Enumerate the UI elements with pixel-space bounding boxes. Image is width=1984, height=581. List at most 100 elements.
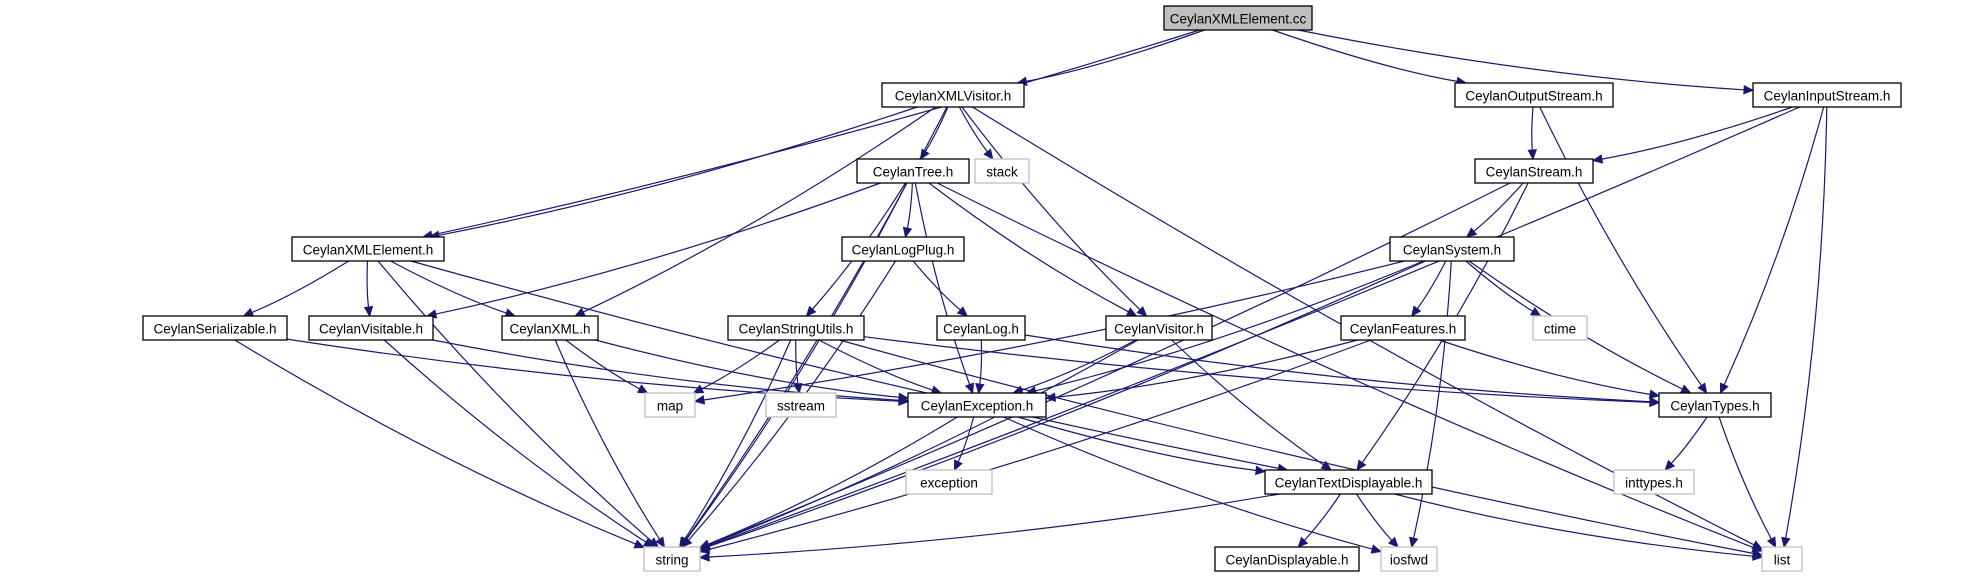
node-box	[1613, 469, 1695, 495]
node-features-h[interactable]: CeylanFeatures.h	[1340, 315, 1466, 341]
node-box	[1214, 546, 1360, 572]
node-label: ctime	[1544, 322, 1576, 337]
node-label: map	[657, 399, 683, 414]
edge-tree_h-to-string	[685, 182, 908, 541]
node-sstream: sstream	[765, 392, 837, 418]
node-tree-h[interactable]: CeylanTree.h	[856, 158, 970, 184]
node-box	[308, 315, 434, 341]
arrowhead-xmlvisitor_h-to-tree_h	[919, 148, 930, 161]
arrowhead-tree_h-to-exception_h	[964, 382, 974, 395]
edge-tree_h-to-exception_h	[914, 182, 971, 385]
edge-system_h-to-features_h	[1416, 260, 1447, 310]
node-label: CeylanXML.h	[509, 322, 590, 337]
node-system-h[interactable]: CeylanSystem.h	[1389, 236, 1515, 262]
edge-xml_h-to-map	[565, 339, 640, 390]
node-stringutils-h[interactable]: CeylanStringUtils.h	[727, 315, 865, 341]
edge-serializable_h-to-string	[234, 339, 636, 545]
arrowhead-visitor_h-to-textdisplayable_h	[1320, 460, 1333, 471]
node-label: CeylanStringUtils.h	[739, 322, 854, 337]
node-label: CeylanTree.h	[873, 165, 954, 180]
node-label: CeylanDisplayable.h	[1225, 553, 1348, 568]
edge-types_h-to-inttypes_h	[1670, 416, 1708, 464]
edge-stringutils_h-to-sstream	[795, 339, 799, 385]
edge-xmlelement_h-to-xml_h	[390, 260, 507, 314]
arrowhead-log_h-to-types_h	[1649, 396, 1661, 407]
arrowhead-features_h-to-exception_h	[1044, 392, 1056, 402]
node-box	[1163, 5, 1313, 31]
edge-tree_h-to-list	[936, 182, 1754, 549]
node-textdisplayable-h[interactable]: CeylanTextDisplayable.h	[1264, 469, 1433, 495]
node-box	[727, 315, 865, 341]
node-logplug-h[interactable]: CeylanLogPlug.h	[841, 236, 965, 262]
edge-exception_h-to-iosfwd	[1003, 416, 1373, 550]
node-log-h[interactable]: CeylanLog.h	[936, 315, 1026, 341]
node-string: string	[643, 546, 701, 572]
edge-xmlvisitor_h-to-xmlelement_h	[438, 106, 918, 236]
node-xmlvisitor-h[interactable]: CeylanXMLVisitor.h	[881, 82, 1025, 108]
node-box	[644, 392, 696, 418]
edge-logplug_h-to-log_h	[912, 260, 961, 311]
arrowhead-textdisplayable_h-to-displayable_h	[1297, 536, 1309, 548]
node-exception-h[interactable]: CeylanException.h	[907, 392, 1047, 418]
arrowhead-stream_h-to-textdisplayable_h	[1356, 459, 1367, 472]
arrowhead-system_h-to-types_h	[1679, 384, 1692, 394]
edge-stringutils_h-to-map	[701, 339, 780, 390]
edge-xmlelement_h-to-string	[377, 260, 652, 542]
node-label: CeylanXMLElement.cc	[1170, 12, 1307, 27]
node-xml-h[interactable]: CeylanXML.h	[501, 315, 599, 341]
node-label: iosfwd	[1390, 553, 1428, 568]
node-outputstream-h[interactable]: CeylanOutputStream.h	[1454, 82, 1614, 108]
node-label: sstream	[777, 399, 825, 414]
node-box	[1752, 82, 1902, 108]
node-label: CeylanTypes.h	[1670, 399, 1759, 414]
arrowhead-tree_h-to-logplug_h	[902, 226, 913, 239]
edge-xmlelement_h-to-serializable_h	[251, 260, 350, 314]
node-serializable-h[interactable]: CeylanSerializable.h	[142, 315, 288, 341]
node-label: stack	[986, 165, 1018, 180]
edge-stringutils_h-to-exception_h	[818, 339, 933, 391]
node-visitor-h[interactable]: CeylanVisitor.h	[1105, 315, 1213, 341]
arrowhead-textdisplayable_h-to-iosfwd	[1387, 536, 1399, 548]
node-label: CeylanSystem.h	[1403, 243, 1501, 258]
node-root[interactable]: CeylanXMLElement.cc	[1163, 5, 1313, 31]
node-displayable-h[interactable]: CeylanDisplayable.h	[1214, 546, 1360, 572]
node-box	[1389, 236, 1515, 262]
edge-features_h-to-exception_h	[1054, 339, 1358, 398]
node-xmlelement-h[interactable]: CeylanXMLElement.h	[291, 236, 445, 262]
node-label: CeylanOutputStream.h	[1465, 89, 1602, 104]
node-stack: stack	[974, 158, 1030, 184]
arrowhead-log_h-to-exception_h	[975, 383, 985, 395]
node-box	[1761, 546, 1803, 572]
edge-visitor_h-to-string	[708, 339, 1139, 546]
edge-stringutils_h-to-list	[839, 339, 1754, 554]
arrowhead-serializable_h-to-string	[633, 539, 646, 549]
node-label: CeylanException.h	[921, 399, 1034, 414]
node-visitable-h[interactable]: CeylanVisitable.h	[308, 315, 434, 341]
node-map: map	[644, 392, 696, 418]
edge-outputstream_h-to-types_h	[1539, 106, 1702, 386]
edge-visitor_h-to-exception_h	[1021, 339, 1137, 391]
node-box	[501, 315, 599, 341]
edge-textdisplayable_h-to-iosfwd	[1356, 493, 1393, 541]
node-box	[936, 315, 1026, 341]
dependency-edges	[234, 29, 1828, 562]
edge-exception_h-to-textdisplayable_h	[1017, 416, 1257, 471]
arrowhead-inputstream_h-to-list	[1781, 536, 1791, 549]
edge-xmlelement_h-to-visitable_h	[366, 260, 370, 308]
node-label: CeylanLog.h	[943, 322, 1019, 337]
node-label: string	[655, 553, 688, 568]
node-types-h[interactable]: CeylanTypes.h	[1658, 392, 1772, 418]
node-box	[1474, 158, 1594, 184]
edge-system_h-to-string	[708, 260, 1426, 548]
node-stream-h[interactable]: CeylanStream.h	[1474, 158, 1594, 184]
node-inputstream-h[interactable]: CeylanInputStream.h	[1752, 82, 1902, 108]
edge-visitable_h-to-exception_h	[432, 339, 900, 401]
edge-exception_h-to-exception	[957, 416, 975, 463]
node-box	[1340, 315, 1466, 341]
node-label: CeylanXMLElement.h	[303, 243, 434, 258]
arrowhead-tree_h-to-visitor_h	[1125, 307, 1138, 317]
edge-root-to-inputstream_h	[1297, 29, 1745, 91]
node-label: CeylanVisitor.h	[1114, 322, 1204, 337]
